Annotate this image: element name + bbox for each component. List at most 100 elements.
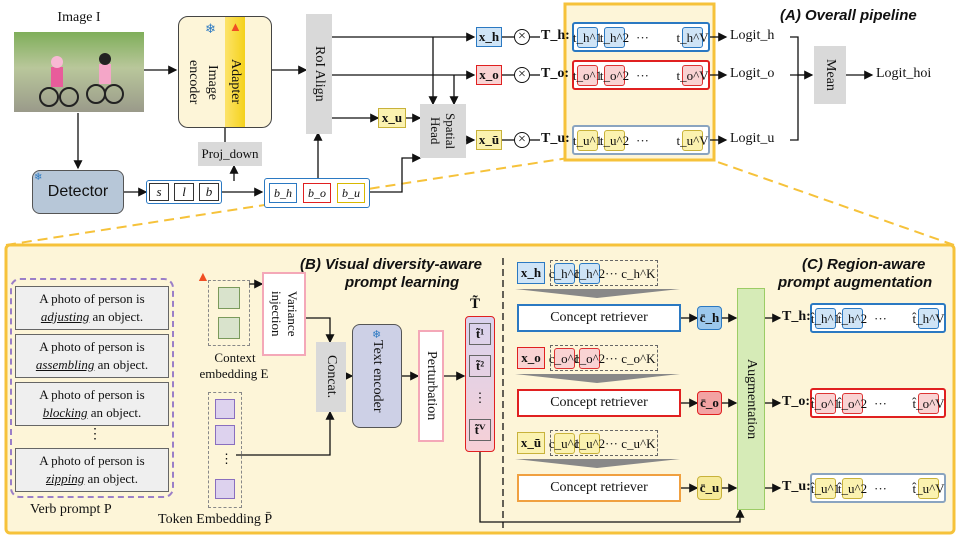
box-token: b	[199, 183, 219, 201]
label-token: l	[174, 183, 194, 201]
perturbed-text-embedding-column: t̃¹ t̃² ⋮ t̃ⱽ	[465, 316, 495, 452]
human-feature-token: x_h	[517, 262, 545, 284]
human-feature-token: x_h	[476, 27, 502, 47]
t-token: t_u^1	[573, 130, 602, 151]
ellipsis: ···	[636, 30, 649, 45]
detector-output-group: s l b	[146, 180, 222, 204]
image-encoder-label-1: Image	[205, 64, 220, 100]
concept-token: c_o^1	[549, 348, 580, 369]
human-box-token: b_h	[269, 183, 297, 203]
augmentation-label: Augmentation	[744, 358, 759, 440]
t-token: t_o^2	[600, 65, 629, 86]
logit-h: Logit_h	[730, 28, 775, 43]
augmented-row-u: t̂_u^1 t̂_u^2 ··· t̂_u^V	[810, 473, 946, 503]
ellipsis: ···	[636, 68, 649, 83]
section-c-title-1: (C) Region-aware	[802, 256, 926, 273]
t-hat-token: t̂_u^1	[811, 478, 840, 499]
token	[215, 399, 235, 419]
union-feature-token: x_u	[378, 108, 406, 128]
t-hat-token: t̂_h^V	[912, 308, 945, 329]
t-tilde-token: t̃ⱽ	[469, 419, 491, 441]
image-encoder: Adapter Image encoder ❄ ▲	[178, 16, 272, 128]
section-b-title-2: prompt learning	[345, 274, 460, 291]
concept-token-k: ··· c_o^K	[605, 351, 656, 366]
vdots: ⋮	[473, 390, 487, 405]
union-feature-token: x_ū	[517, 432, 545, 454]
augmented-row-h: t̂_h^1 t̂_h^2 ··· t̂_h^V	[810, 303, 946, 333]
context-token	[218, 317, 240, 339]
token-embedding-label: Token Embedding P̄	[158, 512, 273, 527]
t-tilde-token: t̃²	[469, 355, 491, 377]
spatial-head-block: Spatial Head	[420, 104, 466, 158]
t-u-label: T_u:	[782, 479, 811, 494]
text-encoder-label: Text encoder	[370, 339, 385, 413]
t-token: t_o^V	[676, 65, 709, 86]
t-tilde-label: T̃	[470, 296, 481, 312]
section-a-title: (A) Overall pipeline	[780, 7, 917, 24]
logit-u: Logit_u	[730, 131, 775, 146]
augmented-row-o: t̂_o^1 t̂_o^2 ··· t̂_o^V	[810, 388, 946, 418]
mean-label: Mean	[823, 59, 838, 91]
ellipsis: ···	[874, 311, 887, 326]
adapter-label: Adapter	[228, 59, 243, 105]
context-embedding-label-1: Context	[214, 350, 256, 365]
perturbation-block: Perturbation	[418, 330, 444, 442]
text-encoder-block: Text encoder	[352, 324, 402, 428]
concept-token-k: ··· c_u^K	[605, 436, 656, 451]
union-box-token: b_u	[337, 183, 365, 203]
flame-icon: ▲	[229, 19, 242, 34]
ellipsis: ···	[636, 133, 649, 148]
variance-injection-block: Variance injection	[262, 272, 306, 356]
section-b-title-1: (B) Visual diversity-aware	[300, 256, 483, 273]
t-hat-token: t̂_o^1	[811, 393, 840, 414]
t-o-label: T_o:	[782, 394, 810, 409]
verb-prompt-panel	[10, 278, 174, 498]
text-embedding-row-h: t_h^1 t_h^2 ··· t_h^V	[572, 22, 710, 52]
concept-token: c_h^2	[574, 263, 605, 284]
detector-block: Detector	[32, 170, 124, 214]
ellipsis: ···	[874, 396, 887, 411]
image-encoder-label-2: encoder	[186, 59, 201, 105]
token	[215, 425, 235, 445]
union-bar-feature-token: x_ū	[476, 130, 502, 150]
logit-o: Logit_o	[730, 66, 775, 81]
concept-set-o: c_o^1 c_o^2 ··· c_o^K	[549, 345, 658, 371]
t-o-label: T_o:	[541, 66, 569, 81]
snowflake-icon: ❄	[34, 172, 43, 183]
mean-block: Mean	[814, 46, 846, 104]
t-token: t_h^1	[573, 27, 602, 48]
concept-set-h: c_h^1 c_h^2 ··· c_h^K	[549, 260, 658, 286]
token	[215, 479, 235, 499]
t-token: t_o^1	[573, 65, 602, 86]
spatial-head-label: Spatial Head	[428, 112, 458, 150]
concept-retriever-o: Concept retriever	[517, 389, 681, 417]
roi-align-block: RoI Align	[306, 14, 332, 134]
concept-token: c_h^1	[549, 263, 580, 284]
t-u-label: T_u:	[541, 131, 570, 146]
otimes-icon: ×	[514, 67, 530, 83]
t-h-label: T_h:	[541, 28, 570, 43]
concat-label: Concat.	[324, 355, 339, 399]
t-hat-token: t̂_h^2	[838, 308, 867, 329]
t-hat-token: t̂_u^2	[838, 478, 867, 499]
object-feature-token: x_o	[476, 65, 502, 85]
otimes-icon: ×	[514, 132, 530, 148]
augmentation-block: Augmentation	[737, 288, 765, 510]
variance-injection-label: Variance injection	[269, 291, 300, 337]
proj-down-label: Proj_down	[201, 146, 259, 161]
concept-retriever-u: Concept retriever	[517, 474, 681, 502]
t-hat-token: t̂_u^V	[912, 478, 945, 499]
object-box-token: b_o	[303, 183, 331, 203]
image-label: Image I	[57, 10, 101, 25]
logit-hoi: Logit_hoi	[876, 66, 932, 81]
snowflake-icon: ❄	[205, 21, 216, 36]
aggregated-concept-u: c̄_u	[697, 476, 722, 500]
text-embedding-row-o: t_o^1 t_o^2 ··· t_o^V	[572, 60, 710, 90]
context-embedding-label-2: embedding E	[199, 366, 269, 381]
t-hat-token: t̂_h^1	[811, 308, 840, 329]
